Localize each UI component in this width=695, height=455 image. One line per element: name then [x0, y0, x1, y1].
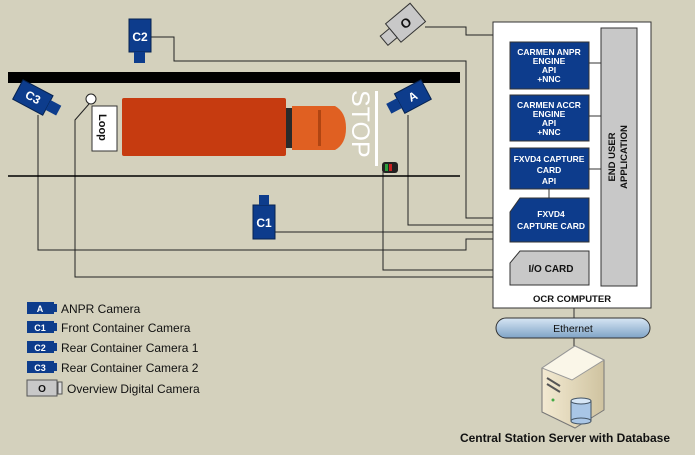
- svg-text:I/O CARD: I/O CARD: [529, 264, 574, 275]
- svg-text:ENGINE: ENGINE: [533, 56, 566, 66]
- database-icon: [570, 397, 592, 425]
- legend-item-c2: C2 Rear Container Camera 1: [27, 341, 199, 355]
- svg-text:C2: C2: [132, 30, 148, 44]
- loop-label-box: [91, 105, 118, 152]
- svg-text:Rear Container Camera 1: Rear Container Camera 1: [61, 341, 199, 355]
- truck: [122, 98, 346, 156]
- capture-api-block: FXVD4 CAPTURE CARD API: [509, 147, 590, 190]
- svg-text:O: O: [38, 384, 46, 395]
- svg-text:+NNC: +NNC: [537, 74, 560, 84]
- svg-text:Rear Container Camera 2: Rear Container Camera 2: [61, 361, 199, 375]
- end-user-application: [600, 27, 638, 287]
- anpr-engine-block: CARMEN ANPR ENGINE API +NNC: [509, 41, 590, 90]
- server-icon: [540, 345, 606, 429]
- svg-text:END USER: END USER: [607, 132, 618, 181]
- camera-a: A: [386, 79, 432, 114]
- server-caption: Central Station Server with Database: [460, 431, 670, 445]
- svg-text:CAPTURE CARD: CAPTURE CARD: [517, 221, 585, 231]
- legend-item-anpr: A ANPR Camera: [27, 302, 141, 316]
- ocr-computer: END USER APPLICATION CARMEN ANPR ENGINE …: [492, 21, 652, 309]
- svg-text:APPLICATION: APPLICATION: [619, 125, 630, 189]
- svg-text:Front Container Camera: Front Container Camera: [61, 321, 191, 335]
- io-card-block: I/O CARD: [509, 250, 590, 286]
- svg-text:CARMEN ANPR: CARMEN ANPR: [517, 47, 580, 57]
- camera-c2: C2: [128, 18, 152, 63]
- svg-text:OCR COMPUTER: OCR COMPUTER: [533, 294, 611, 305]
- svg-text:ANPR Camera: ANPR Camera: [61, 302, 141, 316]
- legend-item-c1: C1 Front Container Camera: [27, 321, 191, 335]
- svg-text:+NNC: +NNC: [537, 127, 560, 137]
- camera-c1: C1: [252, 195, 276, 240]
- svg-text:Ethernet: Ethernet: [553, 323, 593, 335]
- svg-text:C1: C1: [256, 216, 272, 230]
- legend-item-overview: O Overview Digital Camera: [26, 379, 200, 397]
- capture-card-block: FXVD4 CAPTURE CARD: [509, 197, 590, 243]
- traffic-light-icon: [382, 162, 398, 173]
- svg-text:A: A: [37, 304, 44, 314]
- svg-text:API: API: [542, 118, 556, 128]
- svg-text:C3: C3: [34, 363, 46, 373]
- svg-text:C2: C2: [34, 343, 46, 353]
- svg-text:C1: C1: [34, 323, 46, 333]
- stop-marking: STOP: [346, 90, 374, 158]
- camera-c3: C3: [12, 79, 62, 116]
- camera-o: O: [379, 2, 427, 47]
- loop-label: Loop: [96, 114, 108, 141]
- road-barrier: [8, 72, 460, 83]
- legend-item-c3: C3 Rear Container Camera 2: [27, 361, 199, 375]
- svg-text:FXVD4 CAPTURE: FXVD4 CAPTURE: [514, 154, 585, 164]
- accr-engine-block: CARMEN ACCR ENGINE API +NNC: [509, 94, 590, 142]
- svg-text:FXVD4: FXVD4: [537, 209, 565, 219]
- svg-text:API: API: [542, 176, 556, 186]
- ethernet-bus: Ethernet: [495, 317, 651, 339]
- svg-text:ENGINE: ENGINE: [533, 109, 566, 119]
- svg-text:CARMEN ACCR: CARMEN ACCR: [517, 100, 581, 110]
- svg-text:CARD: CARD: [537, 165, 562, 175]
- stop-line: [375, 91, 378, 166]
- svg-text:Overview Digital Camera: Overview Digital Camera: [67, 382, 200, 396]
- legend: A ANPR Camera C1 Front Container Camera …: [26, 302, 200, 397]
- loop-sensor: [85, 93, 97, 105]
- svg-text:C3: C3: [23, 88, 43, 108]
- svg-text:API: API: [542, 65, 556, 75]
- wiring: [37, 26, 601, 278]
